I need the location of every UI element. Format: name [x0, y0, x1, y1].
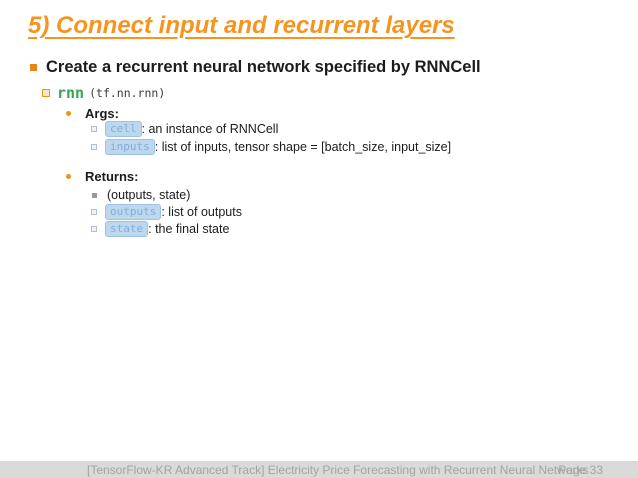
dot-bullet-icon: [66, 111, 71, 116]
footer-page-number: Page 33: [558, 462, 603, 477]
hollow-square-bullet-icon: [42, 89, 50, 97]
returns-tuple-line: (outputs, state): [92, 188, 190, 202]
arg-item-cell: cell : an instance of RNNCell: [91, 121, 278, 137]
return-item-outputs: outputs : list of outputs: [91, 204, 242, 220]
function-line: rnn (tf.nn.rnn): [42, 84, 165, 102]
dot-bullet-icon: [66, 174, 71, 179]
returns-label: Returns:: [85, 169, 139, 184]
code-token-state: state: [105, 221, 149, 237]
footer-bar: [TensorFlow-KR Advanced Track] Electrici…: [0, 461, 638, 478]
code-token-cell: cell: [105, 121, 142, 137]
slide-title: 5) Connect input and recurrent layers: [28, 12, 455, 39]
args-label: Args:: [85, 106, 119, 121]
hollow-square-bullet-icon: [91, 226, 97, 232]
return-item-state: state : the final state: [91, 221, 229, 237]
square-bullet-icon: [30, 64, 37, 71]
bullet-text: Create a recurrent neural network specif…: [46, 58, 481, 76]
args-heading-line: Args:: [66, 106, 119, 121]
hollow-square-bullet-icon: [91, 144, 97, 150]
function-name: rnn: [57, 84, 85, 102]
return-description: : the final state: [148, 222, 230, 236]
arg-item-inputs: inputs : list of inputs, tensor shape = …: [91, 139, 451, 155]
hollow-square-bullet-icon: [91, 126, 97, 132]
return-description: : list of outputs: [161, 205, 242, 219]
arg-description: : list of inputs, tensor shape = [batch_…: [154, 140, 452, 154]
bullet-line-create-rnn: Create a recurrent neural network specif…: [30, 58, 481, 77]
hollow-square-bullet-icon: [91, 209, 97, 215]
code-token-outputs: outputs: [105, 204, 162, 220]
function-signature: (tf.nn.rnn): [89, 86, 166, 100]
arg-description: : an instance of RNNCell: [141, 122, 279, 136]
returns-heading-line: Returns:: [66, 169, 138, 184]
code-token-inputs: inputs: [105, 139, 155, 155]
returns-tuple: (outputs, state): [107, 188, 191, 202]
gray-square-bullet-icon: [92, 192, 97, 198]
footer-track-title: [TensorFlow-KR Advanced Track] Electrici…: [87, 462, 589, 477]
